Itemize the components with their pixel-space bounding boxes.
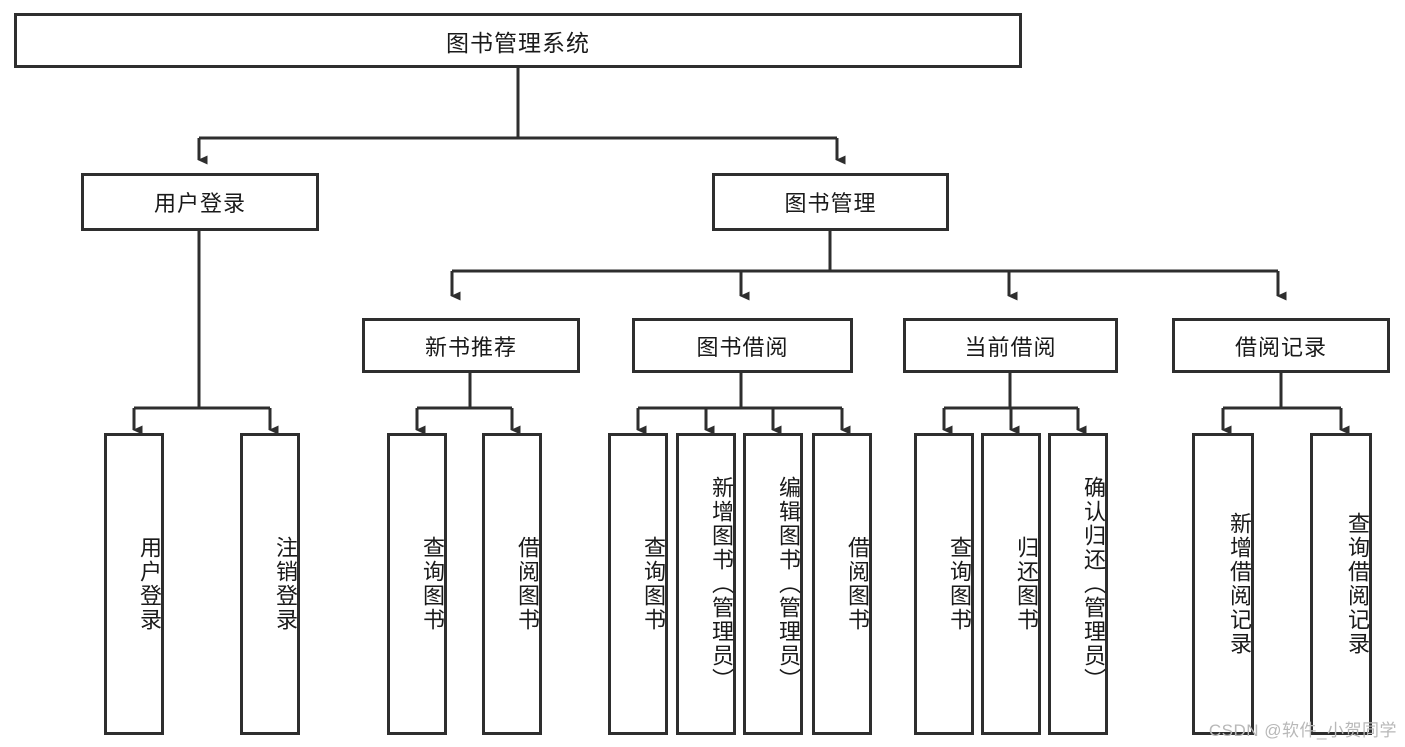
node-label: 查询借阅记录	[1345, 512, 1370, 656]
leaf-current-return-book[interactable]: 归还图书	[981, 433, 1041, 735]
node-label: 借阅图书	[515, 536, 540, 632]
node-label: 查询图书	[641, 536, 666, 632]
node-new-book-recommend[interactable]: 新书推荐	[362, 318, 580, 373]
node-label: 确认归还（管理员）	[1081, 476, 1106, 692]
node-current-borrow[interactable]: 当前借阅	[903, 318, 1118, 373]
node-label: 新增借阅记录	[1227, 512, 1252, 656]
node-label: 新增图书（管理员）	[709, 476, 734, 692]
leaf-record-add-borrow-record[interactable]: 新增借阅记录	[1192, 433, 1254, 735]
leaf-user-login-logout[interactable]: 注销登录	[240, 433, 300, 735]
node-label: 查询图书	[420, 536, 445, 632]
node-user-login[interactable]: 用户登录	[81, 173, 319, 231]
node-label: 图书借阅	[696, 334, 789, 360]
node-borrow-record[interactable]: 借阅记录	[1172, 318, 1390, 373]
leaf-current-query-book[interactable]: 查询图书	[914, 433, 974, 735]
leaf-record-query-borrow-record[interactable]: 查询借阅记录	[1310, 433, 1372, 735]
leaf-borrow-edit-book-admin[interactable]: 编辑图书（管理员）	[743, 433, 803, 735]
leaf-current-confirm-return-admin[interactable]: 确认归还（管理员）	[1048, 433, 1108, 735]
node-label: 编辑图书（管理员）	[776, 476, 801, 692]
node-label: 当前借阅	[964, 334, 1057, 360]
leaf-recommend-borrow-book[interactable]: 借阅图书	[482, 433, 542, 735]
leaf-borrow-add-book-admin[interactable]: 新增图书（管理员）	[676, 433, 736, 735]
leaf-borrow-borrow-book[interactable]: 借阅图书	[812, 433, 872, 735]
node-label: 借阅记录	[1234, 334, 1327, 360]
node-label: 查询图书	[947, 536, 972, 632]
node-label: 用户登录	[153, 191, 246, 216]
leaf-user-login-login[interactable]: 用户登录	[104, 433, 164, 735]
node-label: 图书管理	[784, 191, 877, 216]
node-label: 归还图书	[1014, 536, 1039, 632]
node-label: 注销登录	[273, 536, 298, 632]
node-label: 图书管理系统	[446, 29, 590, 56]
node-label: 用户登录	[137, 536, 162, 632]
node-label: 新书推荐	[424, 334, 517, 360]
node-book-management[interactable]: 图书管理	[712, 173, 949, 231]
node-book-borrow[interactable]: 图书借阅	[632, 318, 853, 373]
watermark: CSDN @软件_小贺同学	[1208, 721, 1397, 740]
leaf-borrow-query-book[interactable]: 查询图书	[608, 433, 668, 735]
node-label: 借阅图书	[845, 536, 870, 632]
node-book-management-system[interactable]: 图书管理系统	[14, 13, 1022, 68]
leaf-recommend-query-book[interactable]: 查询图书	[387, 433, 447, 735]
